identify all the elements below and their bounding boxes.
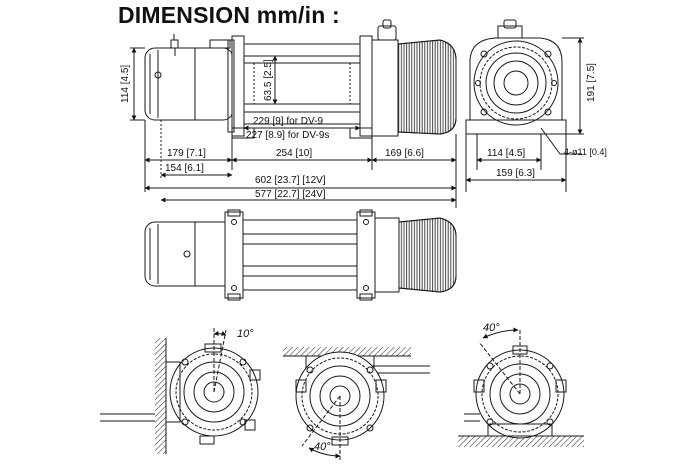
dim-cable-gap: 63.5 [2.5] [263,59,274,101]
dim-seg-left2: 154 [6.1] [165,163,204,174]
angle-floor: 40° [483,322,500,334]
dim-seg-left: 179 [7.1] [167,148,206,159]
angle-ceiling: 40° [314,441,331,453]
page-title: DIMENSION mm/in : [118,2,340,28]
winch-end-view [465,19,584,192]
dim-end-base: 114 [4.5] [487,148,525,159]
dim-drum-dv9s: 227 [8.9] for DV-9s [246,130,329,141]
floor-mount-view [458,327,584,447]
angle-wall: 10° [237,328,254,340]
dim-seg-mid: 254 [10] [276,148,312,159]
dim-seg-right: 169 [6.6] [385,148,424,159]
dimension-labels: 114 [4.5] 63.5 [2.5] 229 [9] for DV-9 22… [120,59,607,200]
dim-end-height: 191 [7.5] [586,63,597,102]
angle-labels: 10° 40° 40° [237,322,500,453]
wall-mount-view [100,328,261,454]
dim-hole: 4-ø11 [0.4] [564,147,607,157]
dim-drum-dv9: 229 [9] for DV-9 [253,116,323,127]
dim-total-24v: 577 [22.7] [24V] [255,189,326,200]
dim-height-motor: 114 [4.5] [120,65,131,103]
dim-total-12v: 602 [23.7] [12V] [255,175,326,186]
winch-side-view [130,19,457,139]
dim-end-width: 159 [6.3] [496,168,535,179]
winch-front-view [144,209,457,301]
ceiling-mount-view [283,347,430,460]
